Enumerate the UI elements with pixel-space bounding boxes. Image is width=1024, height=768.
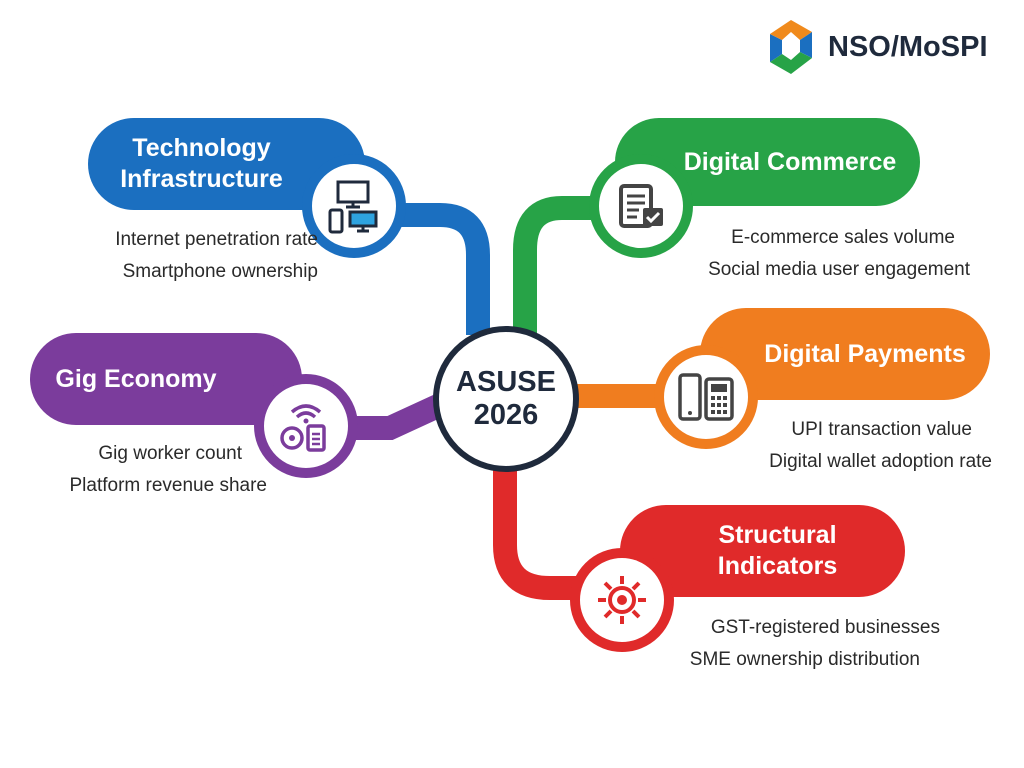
devices-icon bbox=[302, 154, 406, 258]
connector-structural bbox=[493, 465, 585, 600]
branch-title: Structural bbox=[718, 521, 837, 549]
gear-network-icon bbox=[570, 548, 674, 652]
indicator-text: UPI transaction value bbox=[791, 419, 972, 440]
logo-text: NSO/MoSPI bbox=[828, 30, 988, 63]
logo: NSO/MoSPI bbox=[762, 18, 988, 76]
branch-title: Indicators bbox=[717, 552, 838, 580]
branch-title: Digital Commerce bbox=[683, 147, 897, 176]
center-node-asuse-2026: ASUSE 2026 bbox=[433, 326, 579, 472]
center-title: ASUSE bbox=[456, 366, 556, 398]
branch-gig-economy: Gig Economy bbox=[30, 333, 302, 425]
indicator-text: Internet penetration rate bbox=[115, 229, 318, 250]
indicator-text: SME ownership distribution bbox=[689, 649, 920, 670]
branch-title: Infrastructure bbox=[120, 165, 283, 193]
mospi-logo-icon bbox=[770, 20, 812, 74]
indicator-text: Social media user engagement bbox=[708, 259, 970, 280]
branch-title: Digital Payments bbox=[764, 339, 966, 368]
indicator-text: GST-registered businesses bbox=[710, 617, 940, 638]
branch-title: Gig Economy bbox=[55, 364, 217, 393]
connector-gig bbox=[345, 394, 446, 440]
center-year: 2026 bbox=[473, 399, 539, 431]
indicator-text: E-commerce sales volume bbox=[731, 227, 955, 248]
gig-wifi-icon bbox=[254, 374, 358, 478]
connector-technology bbox=[395, 203, 490, 335]
branch-technology-infrastructure: Technology Infrastructure bbox=[88, 118, 365, 210]
indicator-text: Platform revenue share bbox=[69, 475, 268, 496]
checklist-icon bbox=[589, 154, 693, 258]
phone-calculator-icon bbox=[654, 345, 758, 449]
indicator-text: Gig worker count bbox=[98, 443, 242, 464]
branch-title: Technology bbox=[132, 134, 271, 162]
indicator-text: Digital wallet adoption rate bbox=[769, 451, 992, 472]
indicator-text: Smartphone ownership bbox=[122, 261, 318, 282]
connector-commerce bbox=[513, 196, 600, 335]
